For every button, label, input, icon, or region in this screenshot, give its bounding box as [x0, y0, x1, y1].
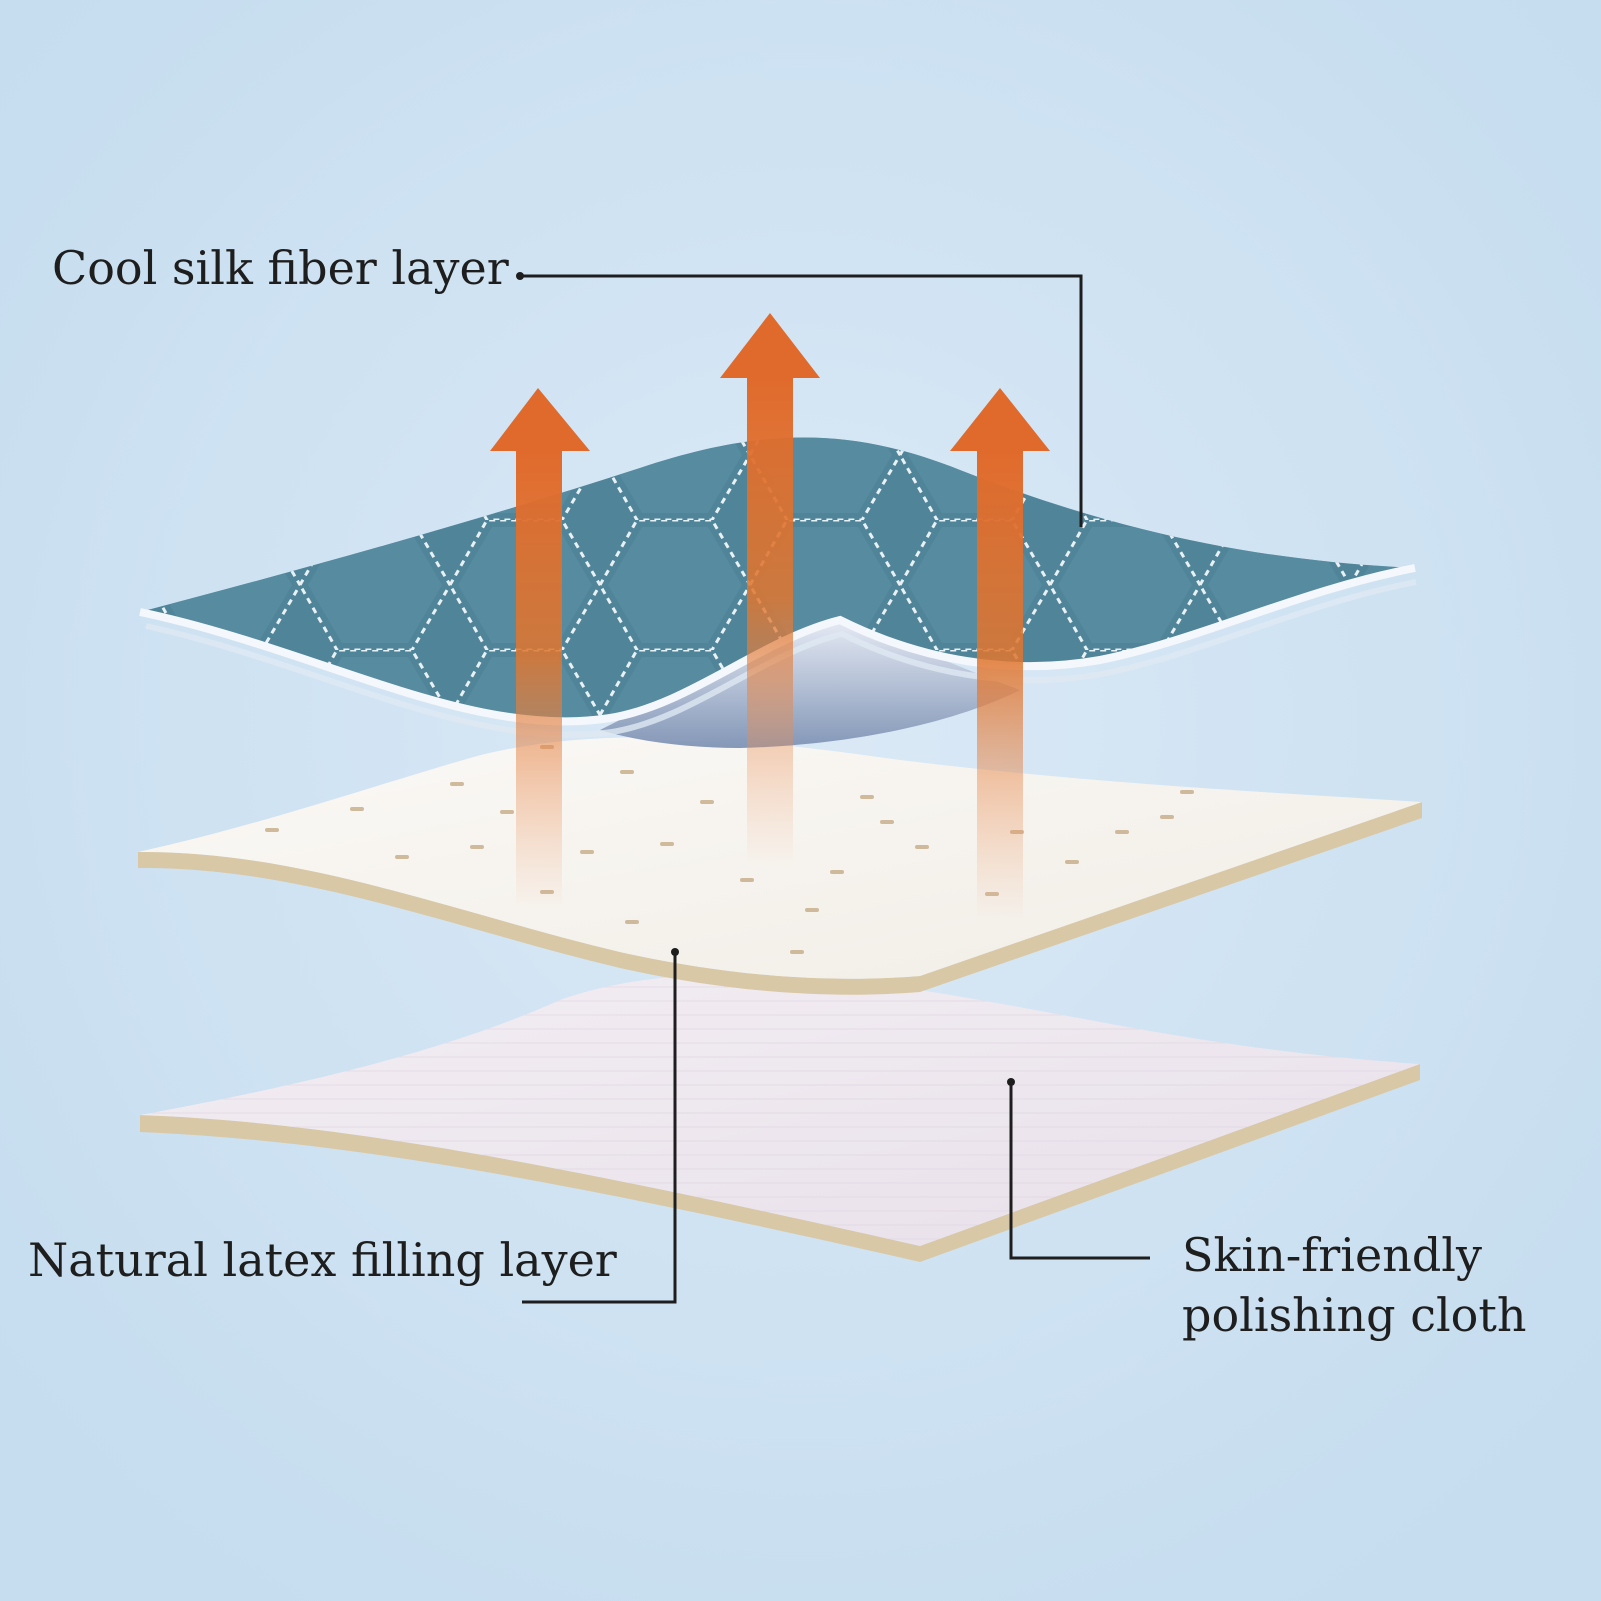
- arrow-up-icon: [720, 313, 820, 867]
- label-silk-fiber-layer: Cool silk fiber layer: [52, 241, 509, 295]
- cloth-layer: [140, 974, 1420, 1262]
- leader-dots: [516, 272, 1015, 1086]
- leader-line-latex: [522, 952, 677, 1304]
- label-latex-filling-layer: Natural latex filling layer: [28, 1233, 617, 1287]
- airflow-arrows: [490, 313, 1050, 920]
- arrow-up-icon: [950, 388, 1050, 920]
- leader-line-silk: [521, 274, 1083, 527]
- arrow-up-icon: [490, 388, 590, 910]
- label-polishing-cloth-line2: polishing cloth: [1182, 1288, 1527, 1342]
- leader-lines: [521, 274, 1150, 1304]
- label-polishing-cloth-line1: Skin-friendly: [1182, 1228, 1482, 1282]
- leader-line-cloth: [1009, 1082, 1150, 1260]
- label-polishing-cloth: Skin-friendly polishing cloth: [1182, 1225, 1526, 1345]
